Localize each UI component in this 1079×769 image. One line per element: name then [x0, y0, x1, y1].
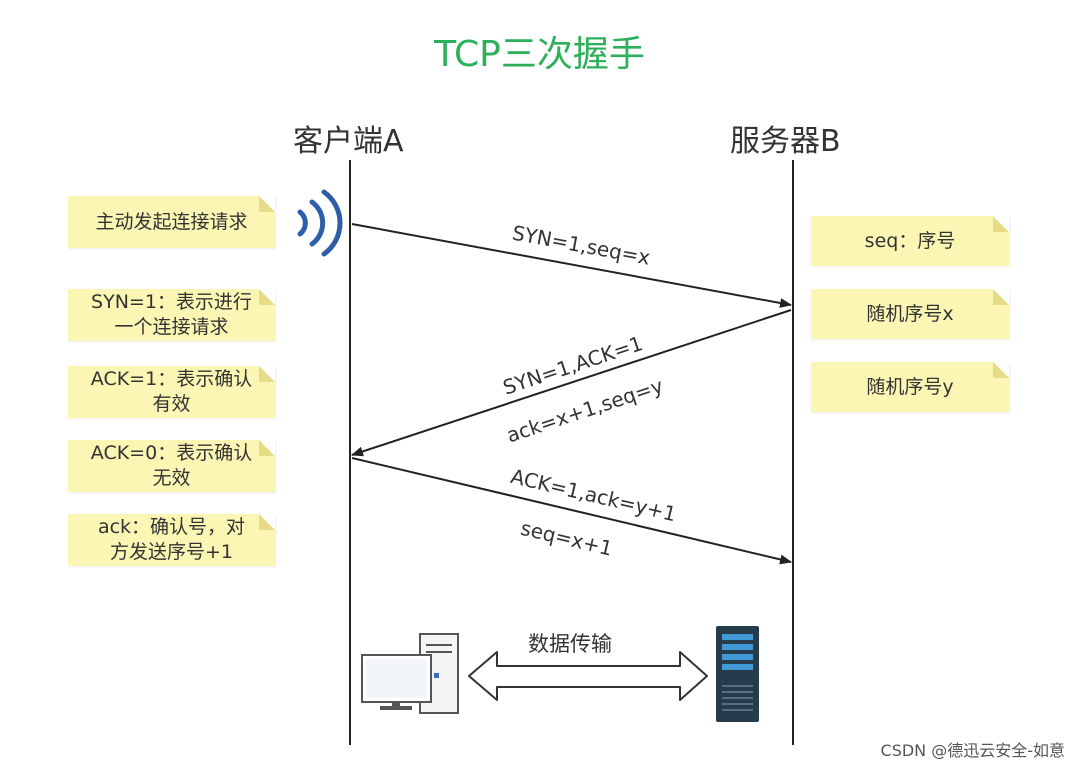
- watermark: CSDN @德迅云安全-如意: [880, 741, 1065, 760]
- client-actor-label: 客户端A: [293, 124, 404, 159]
- desktop-computer-icon: [361, 633, 459, 714]
- ack-label: ACK=1,ack=y+1: [509, 464, 679, 526]
- wifi-signal-icon: [297, 189, 343, 257]
- server-rack-icon: [716, 626, 759, 722]
- ack-arrow: [351, 457, 792, 565]
- diagram-title: TCP三次握手: [434, 34, 645, 75]
- syn-label: SYN=1,seq=x: [510, 221, 652, 270]
- data-transfer-label: 数据传输: [528, 632, 612, 656]
- note-ack-number: ack：确认号，对 方发送序号+1: [68, 514, 275, 566]
- syn-ack-arrow: [351, 309, 792, 457]
- double-arrow-icon: [468, 651, 708, 701]
- server-actor-label: 服务器B: [730, 124, 841, 159]
- note-random-seq-y: 随机序号y: [811, 362, 1009, 412]
- note-seq-number: seq：序号: [811, 216, 1009, 266]
- ack-seq-label: seq=x+1: [518, 516, 615, 561]
- note-syn-flag: SYN=1：表示进行 一个连接请求: [68, 289, 275, 341]
- note-ack-valid: ACK=1：表示确认 有效: [68, 366, 275, 418]
- note-ack-invalid: ACK=0：表示确认 无效: [68, 440, 275, 492]
- note-initiate-request: 主动发起连接请求: [68, 196, 275, 248]
- note-random-seq-x: 随机序号x: [811, 289, 1009, 339]
- syn-arrow: [351, 223, 792, 308]
